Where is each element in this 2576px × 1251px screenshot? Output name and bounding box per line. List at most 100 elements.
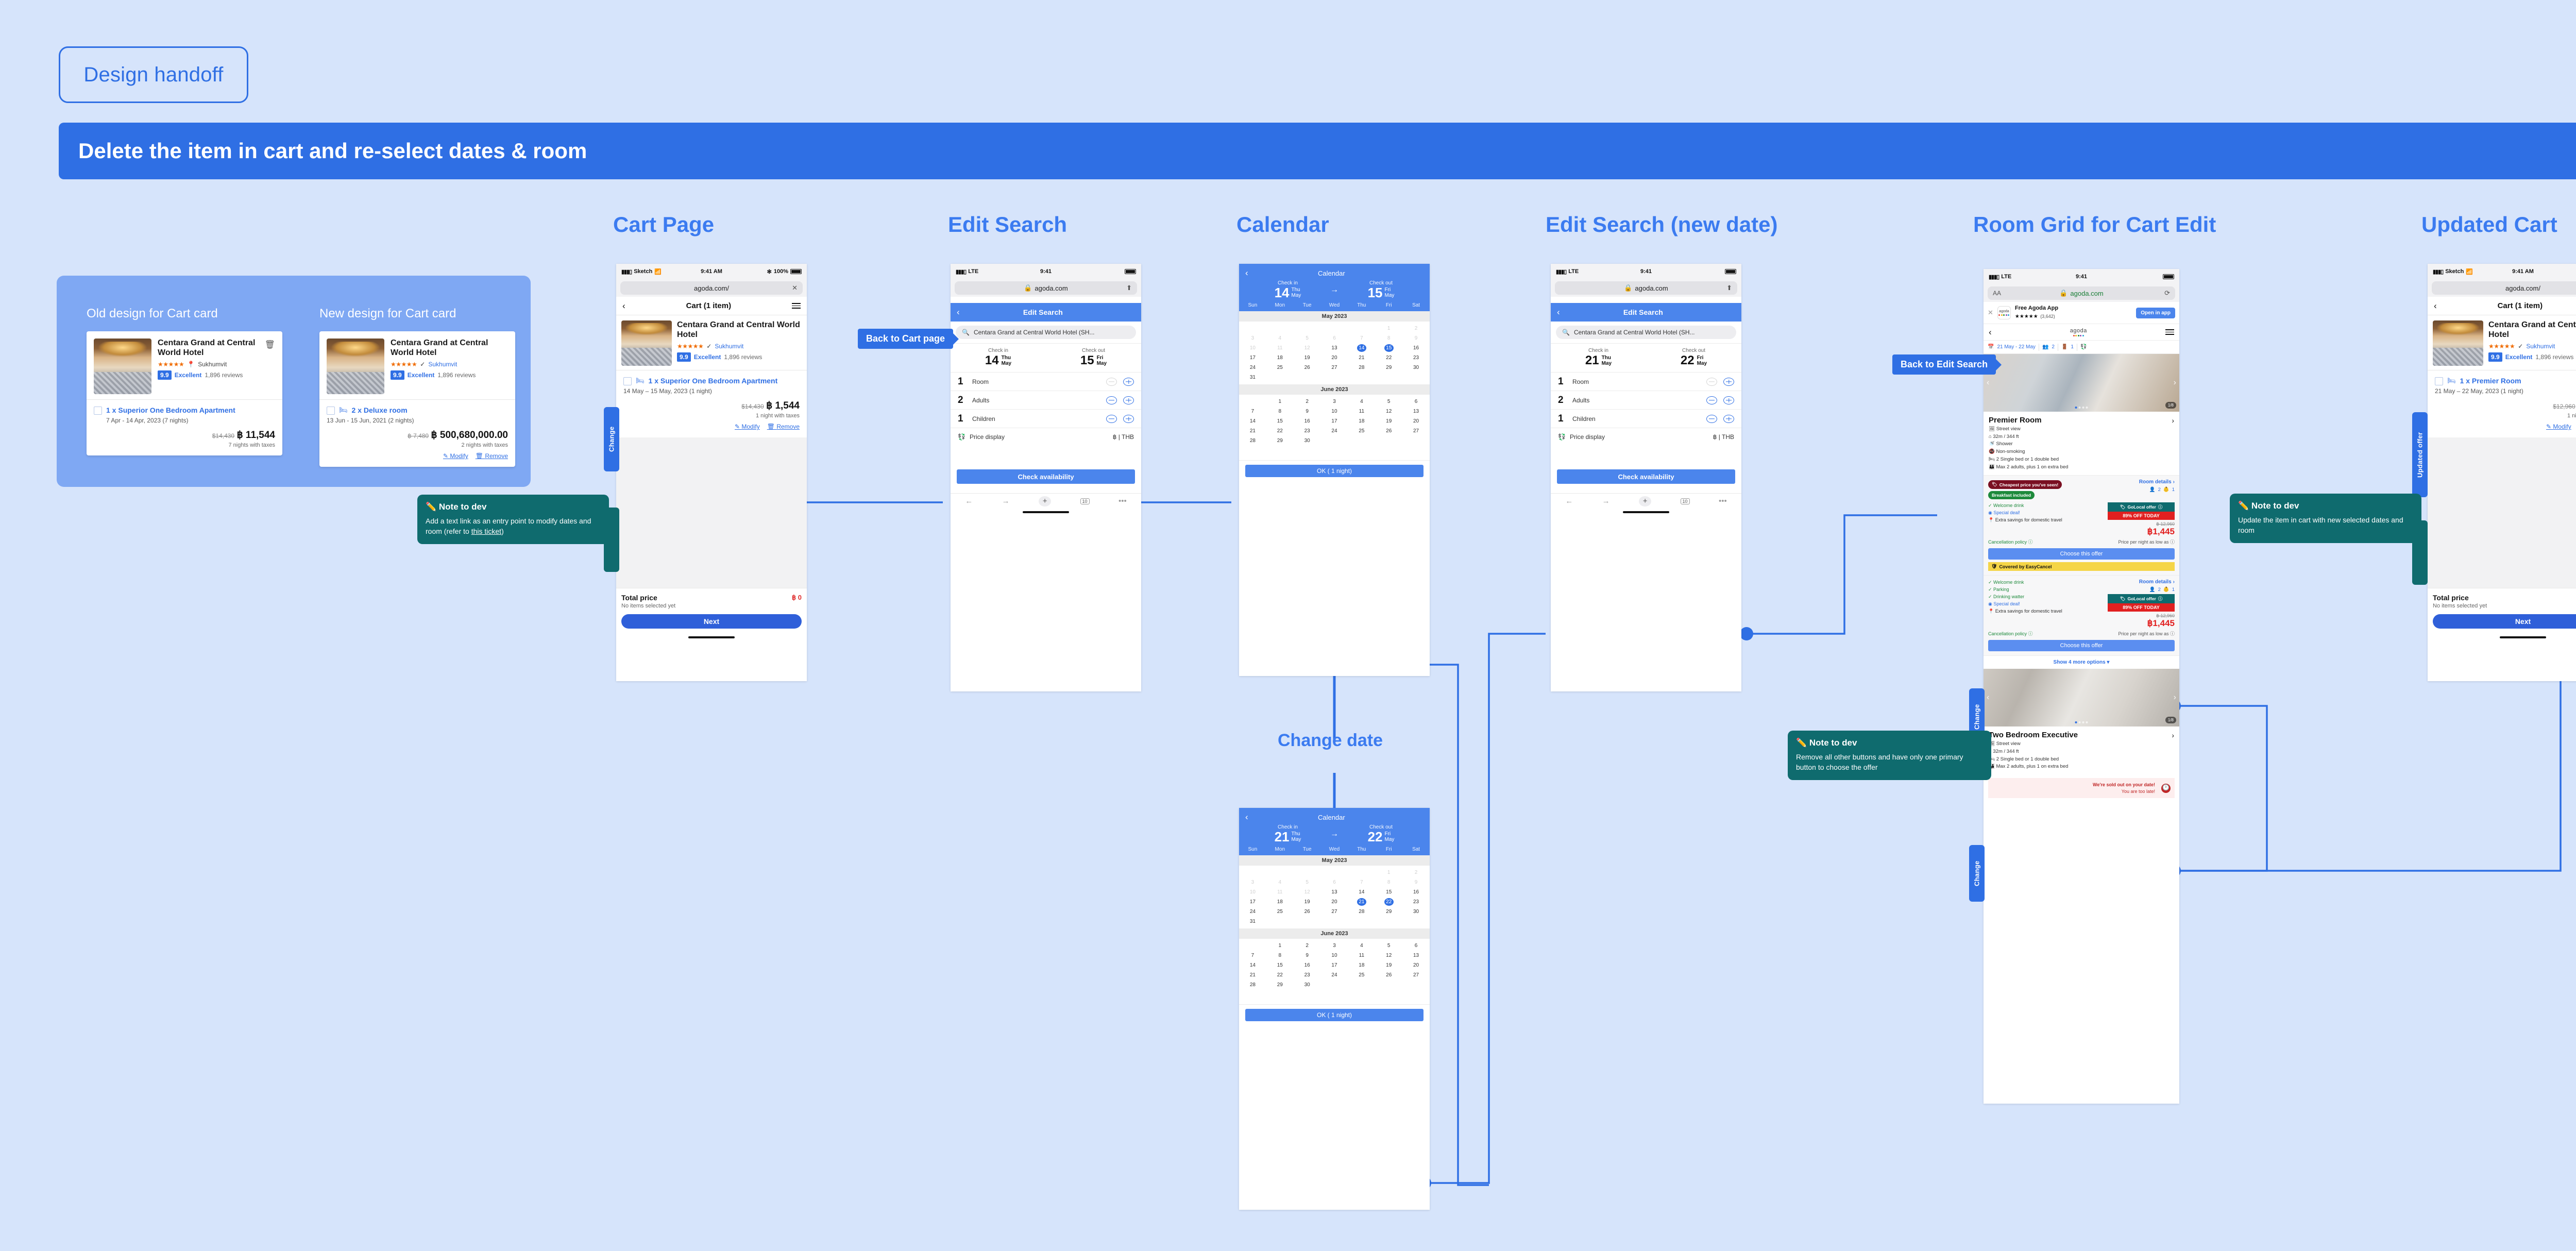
photo-prev-icon[interactable]: ‹ bbox=[1987, 693, 1990, 702]
currency-icon[interactable]: 💱 bbox=[2080, 344, 2087, 350]
calendar-day[interactable]: 26 bbox=[1386, 972, 1392, 978]
calendar-day[interactable]: 8 bbox=[1278, 409, 1282, 414]
calendar-day[interactable]: 15 bbox=[1277, 962, 1283, 968]
vtab-change-offer-2[interactable]: Change bbox=[1969, 845, 1985, 902]
calendar-day[interactable]: 23 bbox=[1413, 355, 1419, 361]
back-icon[interactable]: ‹ bbox=[1557, 307, 1560, 317]
adults-plus-button[interactable] bbox=[1723, 396, 1734, 404]
cancellation-policy-link[interactable]: Cancellation policy ⓘ bbox=[1988, 631, 2033, 637]
tab-count-icon[interactable]: 10 bbox=[1080, 498, 1090, 504]
calendar-day[interactable]: 21 bbox=[1249, 428, 1256, 434]
calendar-day[interactable]: 12 bbox=[1304, 889, 1310, 895]
calendar-day[interactable]: 23 bbox=[1304, 972, 1310, 978]
new-tab-icon[interactable]: + bbox=[1039, 496, 1052, 506]
calendar-day[interactable]: 14 bbox=[1359, 889, 1365, 895]
calendar-day[interactable]: 15 bbox=[1386, 889, 1392, 895]
price-display-row[interactable]: 💱 Price display ฿ | THB bbox=[951, 428, 1141, 446]
browser-url-bar[interactable]: 🔒agoda.com⬆ bbox=[951, 279, 1141, 297]
new-tab-icon[interactable]: + bbox=[1639, 496, 1652, 506]
calendar-day[interactable]: 2 bbox=[1306, 943, 1309, 949]
calendar-day[interactable]: 5 bbox=[1387, 943, 1391, 949]
calendar-day[interactable]: 26 bbox=[1386, 428, 1392, 434]
calendar-ok-button[interactable]: OK ( 1 night) bbox=[1245, 465, 1423, 477]
next-button[interactable]: Next bbox=[2433, 614, 2576, 629]
reload-icon[interactable]: ⟳ bbox=[2164, 289, 2170, 297]
back-icon[interactable]: ‹ bbox=[2434, 300, 2437, 311]
calendar-day[interactable]: 29 bbox=[1386, 365, 1392, 370]
calendar-day[interactable]: 25 bbox=[1359, 428, 1365, 434]
calendar-day[interactable]: 28 bbox=[1249, 982, 1256, 988]
choose-this-offer-button-2[interactable]: Choose this offer bbox=[1988, 640, 2175, 652]
calendar-day[interactable]: 1 bbox=[1278, 943, 1282, 949]
calendar-day[interactable]: 11 bbox=[1359, 953, 1365, 958]
room-plus-button[interactable] bbox=[1123, 377, 1134, 386]
adults-minus-button[interactable] bbox=[1706, 396, 1717, 404]
calendar-day[interactable]: 20 bbox=[1331, 899, 1337, 905]
vtab-change-cart[interactable]: Change bbox=[604, 407, 619, 471]
calendar-day[interactable]: 2 bbox=[1414, 326, 1418, 331]
chevron-right-icon[interactable]: › bbox=[2172, 731, 2174, 739]
calendar-day[interactable]: 1 bbox=[1387, 870, 1391, 875]
calendar-day[interactable]: 27 bbox=[1331, 365, 1337, 370]
calendar-day[interactable]: 20 bbox=[1331, 355, 1337, 361]
more-icon[interactable]: ••• bbox=[1118, 497, 1127, 505]
calendar-day[interactable]: 30 bbox=[1304, 438, 1310, 444]
calendar-day[interactable]: 13 bbox=[1413, 953, 1419, 958]
design-handoff-chip[interactable]: Design handoff bbox=[59, 46, 248, 103]
calendar-day[interactable]: 12 bbox=[1386, 409, 1392, 414]
calendar-day[interactable]: 27 bbox=[1413, 428, 1419, 434]
calendar-day[interactable]: 18 bbox=[1277, 355, 1283, 361]
browser-url-bar[interactable]: 🔒agoda.com⬆ bbox=[1551, 279, 1741, 297]
trash-icon[interactable]: 🗑 bbox=[264, 341, 275, 349]
check-availability-button[interactable]: Check availability bbox=[1557, 469, 1735, 484]
calendar-day[interactable]: 2 bbox=[1414, 870, 1418, 875]
price-display-row[interactable]: 💱 Price display ฿ | THB bbox=[1551, 428, 1741, 446]
room-details-link[interactable]: Room details › bbox=[2139, 479, 2175, 485]
text-size-icon[interactable]: AA bbox=[1993, 290, 2002, 297]
calendar-day[interactable]: 19 bbox=[1304, 355, 1310, 361]
open-in-app-button[interactable]: Open in app bbox=[2136, 307, 2175, 318]
room-checkbox[interactable] bbox=[623, 377, 632, 385]
close-icon[interactable]: ✕ bbox=[1988, 309, 1993, 316]
calendar-day[interactable]: 11 bbox=[1277, 345, 1283, 351]
calendar-day[interactable]: 3 bbox=[1251, 335, 1255, 341]
calendar-day[interactable]: 25 bbox=[1277, 909, 1283, 915]
calendar-day[interactable]: 17 bbox=[1331, 418, 1337, 424]
calendar-day[interactable]: 16 bbox=[1413, 345, 1419, 351]
calendar-day[interactable]: 21 bbox=[1359, 355, 1365, 361]
calendar-day[interactable]: 13 bbox=[1331, 889, 1337, 895]
browser-forward-icon[interactable]: → bbox=[1602, 497, 1610, 505]
calendar-day[interactable]: 26 bbox=[1304, 365, 1310, 370]
hamburger-icon[interactable] bbox=[2165, 329, 2174, 335]
calendar-day[interactable]: 6 bbox=[1333, 880, 1336, 885]
calendar-day[interactable]: 29 bbox=[1277, 982, 1283, 988]
children-plus-button[interactable] bbox=[1723, 414, 1734, 423]
room-minus-button[interactable] bbox=[1106, 377, 1117, 386]
calendar-day[interactable]: 7 bbox=[1360, 335, 1363, 341]
calendar-day[interactable]: 17 bbox=[1331, 962, 1337, 968]
calendar-day[interactable]: 20 bbox=[1413, 418, 1419, 424]
hotel-search-input[interactable]: 🔍 Centara Grand at Central World Hotel (… bbox=[1556, 326, 1736, 339]
room-checkbox[interactable] bbox=[94, 407, 102, 415]
calendar-day[interactable]: 3 bbox=[1251, 880, 1255, 885]
calendar-day[interactable]: 20 bbox=[1413, 962, 1419, 968]
calendar-day[interactable]: 30 bbox=[1413, 909, 1419, 915]
calendar-day[interactable]: 2 bbox=[1306, 399, 1309, 404]
calendar-day[interactable]: 18 bbox=[1359, 418, 1365, 424]
next-button[interactable]: Next bbox=[621, 614, 802, 629]
calendar-day[interactable]: 8 bbox=[1278, 953, 1282, 958]
calendar-day[interactable]: 10 bbox=[1331, 409, 1337, 414]
share-icon[interactable]: ⬆ bbox=[1726, 284, 1732, 292]
calendar-day[interactable]: 9 bbox=[1414, 880, 1418, 885]
calendar-day[interactable]: 16 bbox=[1304, 418, 1310, 424]
back-icon[interactable]: ‹ bbox=[957, 307, 960, 317]
calendar-day[interactable]: 22 bbox=[1277, 972, 1283, 978]
calendar-day[interactable]: 4 bbox=[1360, 943, 1363, 949]
calendar-day[interactable]: 16 bbox=[1304, 962, 1310, 968]
calendar-day[interactable]: 19 bbox=[1304, 899, 1310, 905]
calendar-day[interactable]: 3 bbox=[1333, 943, 1336, 949]
